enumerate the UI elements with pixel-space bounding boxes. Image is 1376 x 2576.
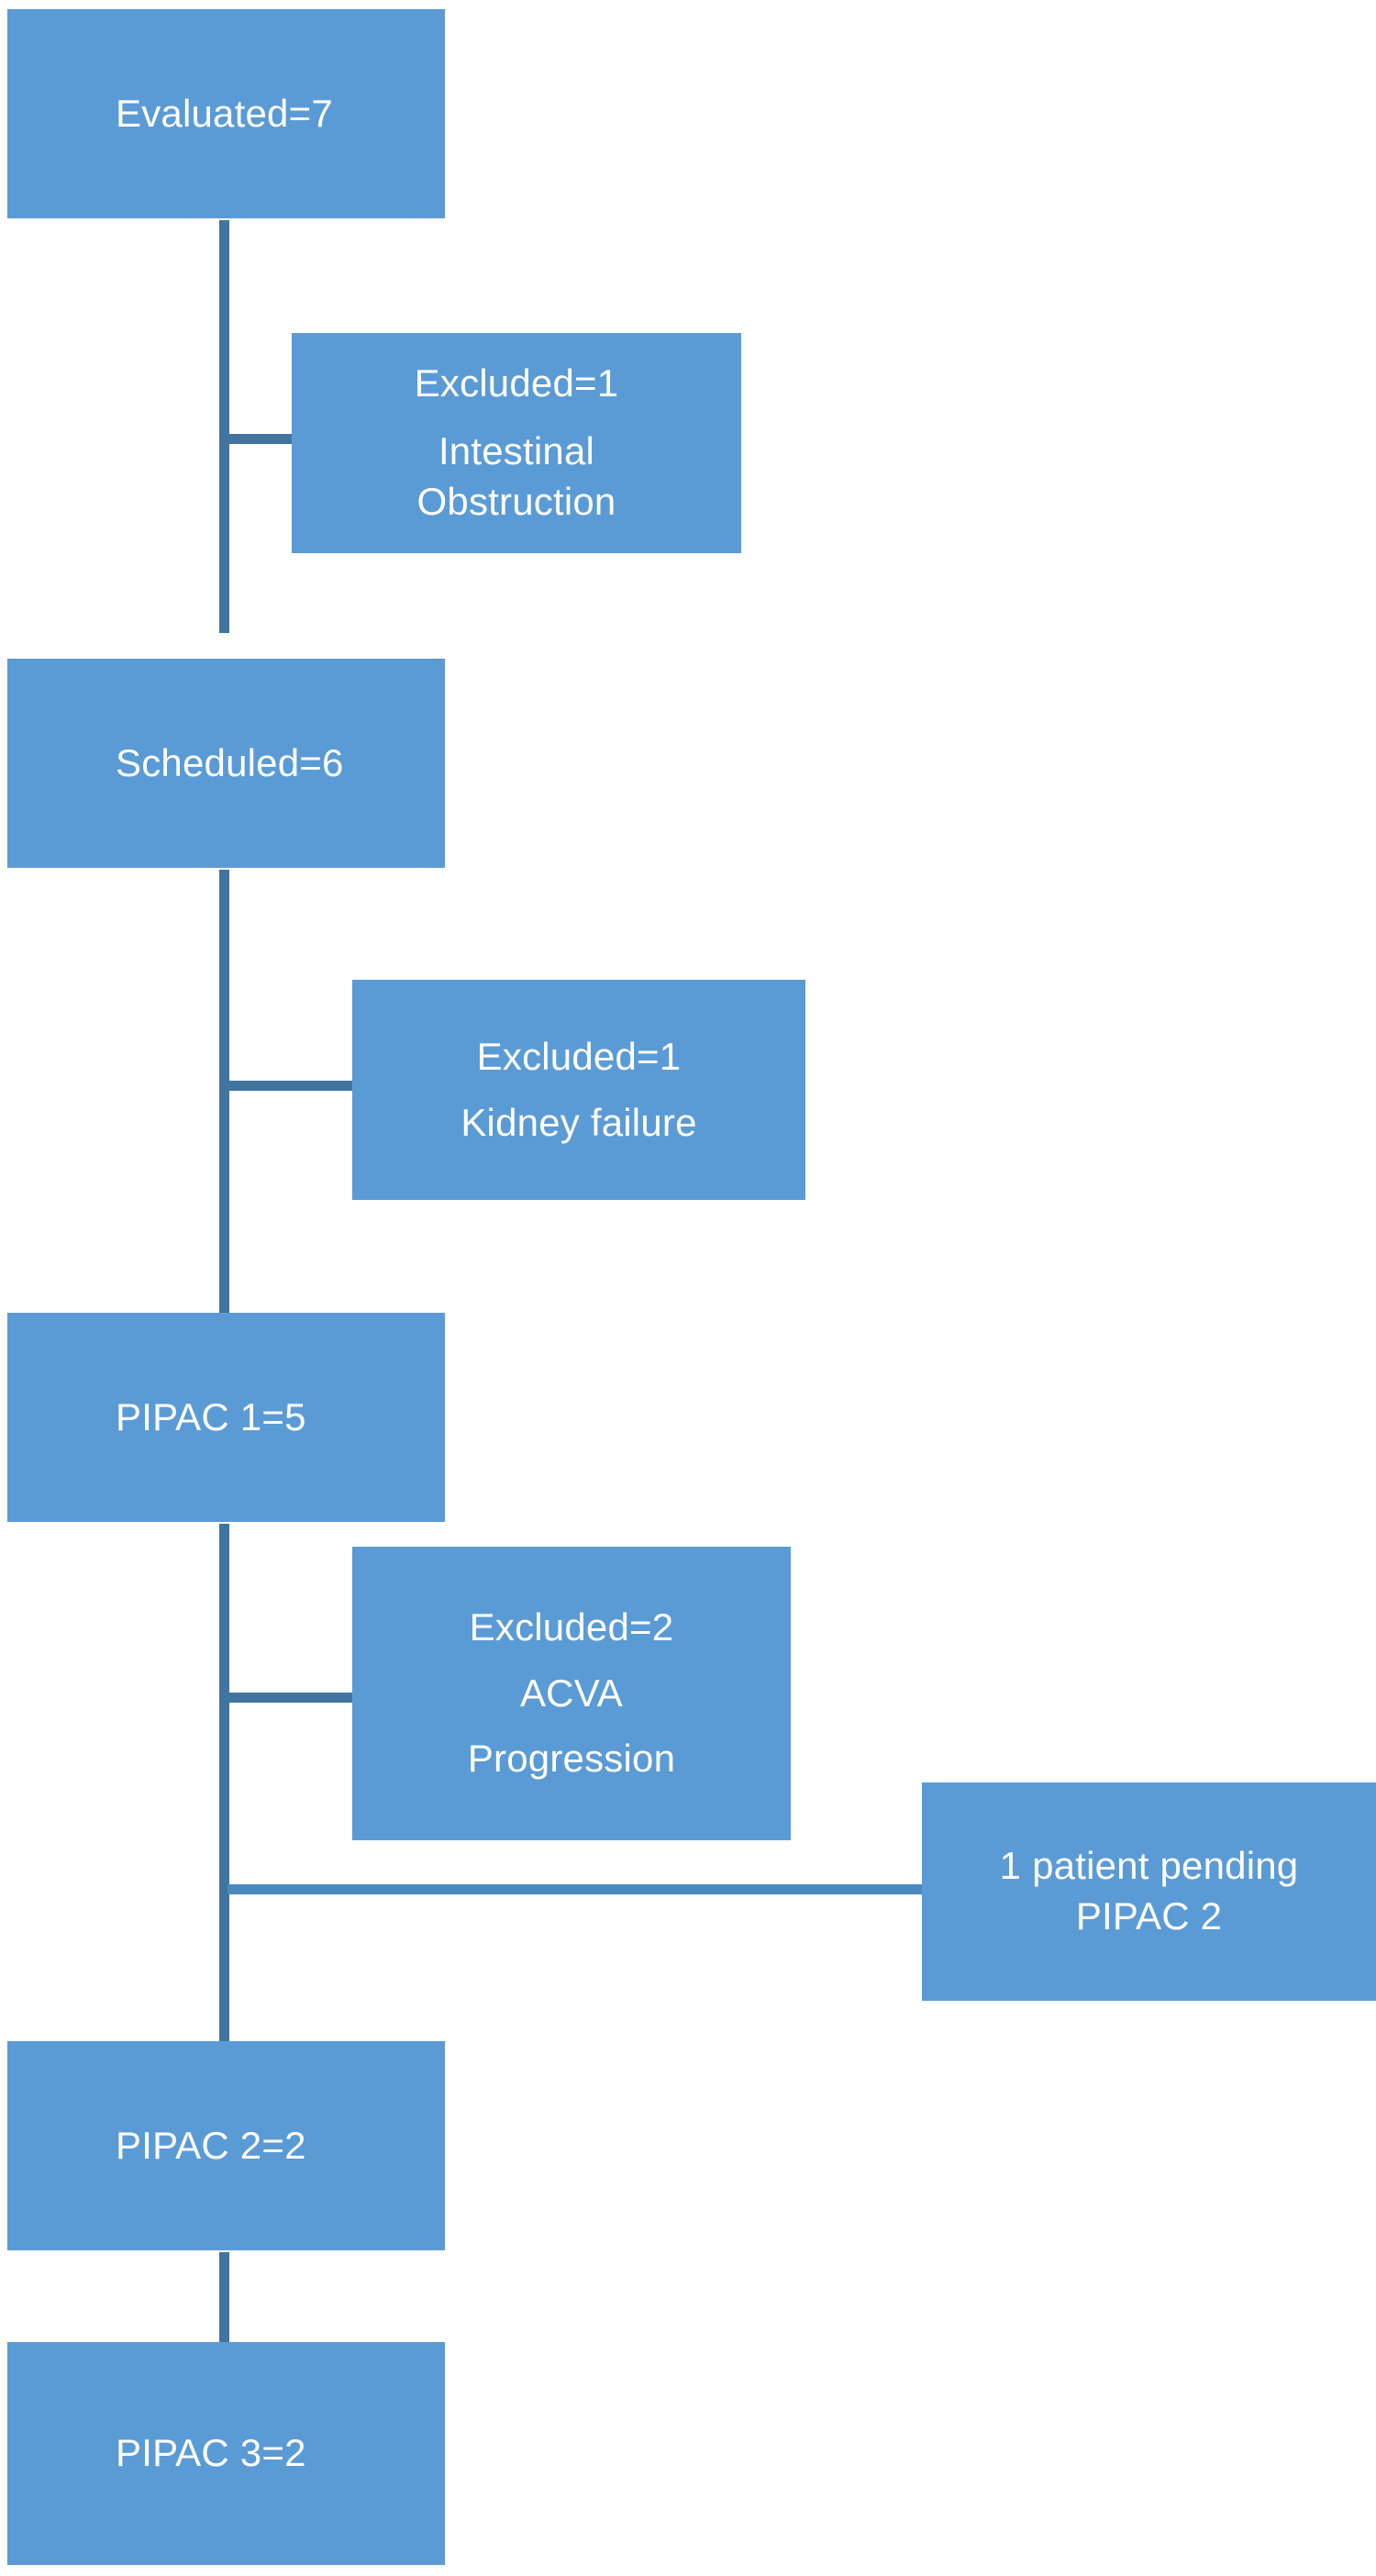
node-excluded3-reason-line2: Progression xyxy=(467,1737,676,1781)
connector-branch-excluded2 xyxy=(227,1081,352,1091)
node-pipac3-label: PIPAC 3=2 xyxy=(116,2431,306,2475)
connector-branch-pending-pipac2 xyxy=(227,1884,925,1894)
node-pipac1-label: PIPAC 1=5 xyxy=(116,1394,306,1438)
node-pipac-2[interactable]: PIPAC 2=2 xyxy=(7,2041,445,2250)
node-excluded-acva-progression[interactable]: Excluded=2 ACVA Progression xyxy=(352,1547,791,1840)
node-pending-line1: 1 patient pending xyxy=(999,1843,1299,1887)
node-pending-line2: PIPAC 2 xyxy=(1075,1894,1223,1938)
connector-branch-excluded1 xyxy=(227,434,294,444)
node-scheduled[interactable]: Scheduled=6 xyxy=(7,659,445,868)
node-excluded2-reason-line1: Kidney failure xyxy=(461,1100,697,1144)
node-excluded-intestinal-obstruction[interactable]: Excluded=1 Intestinal Obstruction xyxy=(292,333,741,553)
node-evaluated[interactable]: Evaluated=7 xyxy=(7,9,445,218)
node-pipac2-label: PIPAC 2=2 xyxy=(116,2123,306,2167)
node-excluded1-reason-line1: Intestinal xyxy=(438,428,595,472)
node-scheduled-label: Scheduled=6 xyxy=(116,740,344,784)
node-excluded3-title: Excluded=2 xyxy=(469,1605,674,1649)
node-evaluated-label: Evaluated=7 xyxy=(116,91,333,135)
connector-scheduled-to-pipac1 xyxy=(219,870,229,1313)
connector-pipac2-to-pipac3 xyxy=(219,2252,229,2342)
connector-pipac1-to-pipac2 xyxy=(219,1524,229,2041)
node-excluded1-title: Excluded=1 xyxy=(414,361,619,405)
connector-evaluated-to-scheduled xyxy=(219,220,229,633)
node-excluded3-reason-line1: ACVA xyxy=(519,1671,624,1715)
node-pipac-3[interactable]: PIPAC 3=2 xyxy=(7,2342,445,2565)
node-excluded1-reason-line2: Obstruction xyxy=(416,480,616,524)
node-excluded-kidney-failure[interactable]: Excluded=1 Kidney failure xyxy=(352,980,805,1200)
connector-branch-excluded3 xyxy=(227,1693,352,1703)
node-pending-pipac-2[interactable]: 1 patient pending PIPAC 2 xyxy=(922,1782,1376,2001)
node-excluded2-title: Excluded=1 xyxy=(476,1034,682,1078)
node-pipac-1[interactable]: PIPAC 1=5 xyxy=(7,1313,445,1522)
